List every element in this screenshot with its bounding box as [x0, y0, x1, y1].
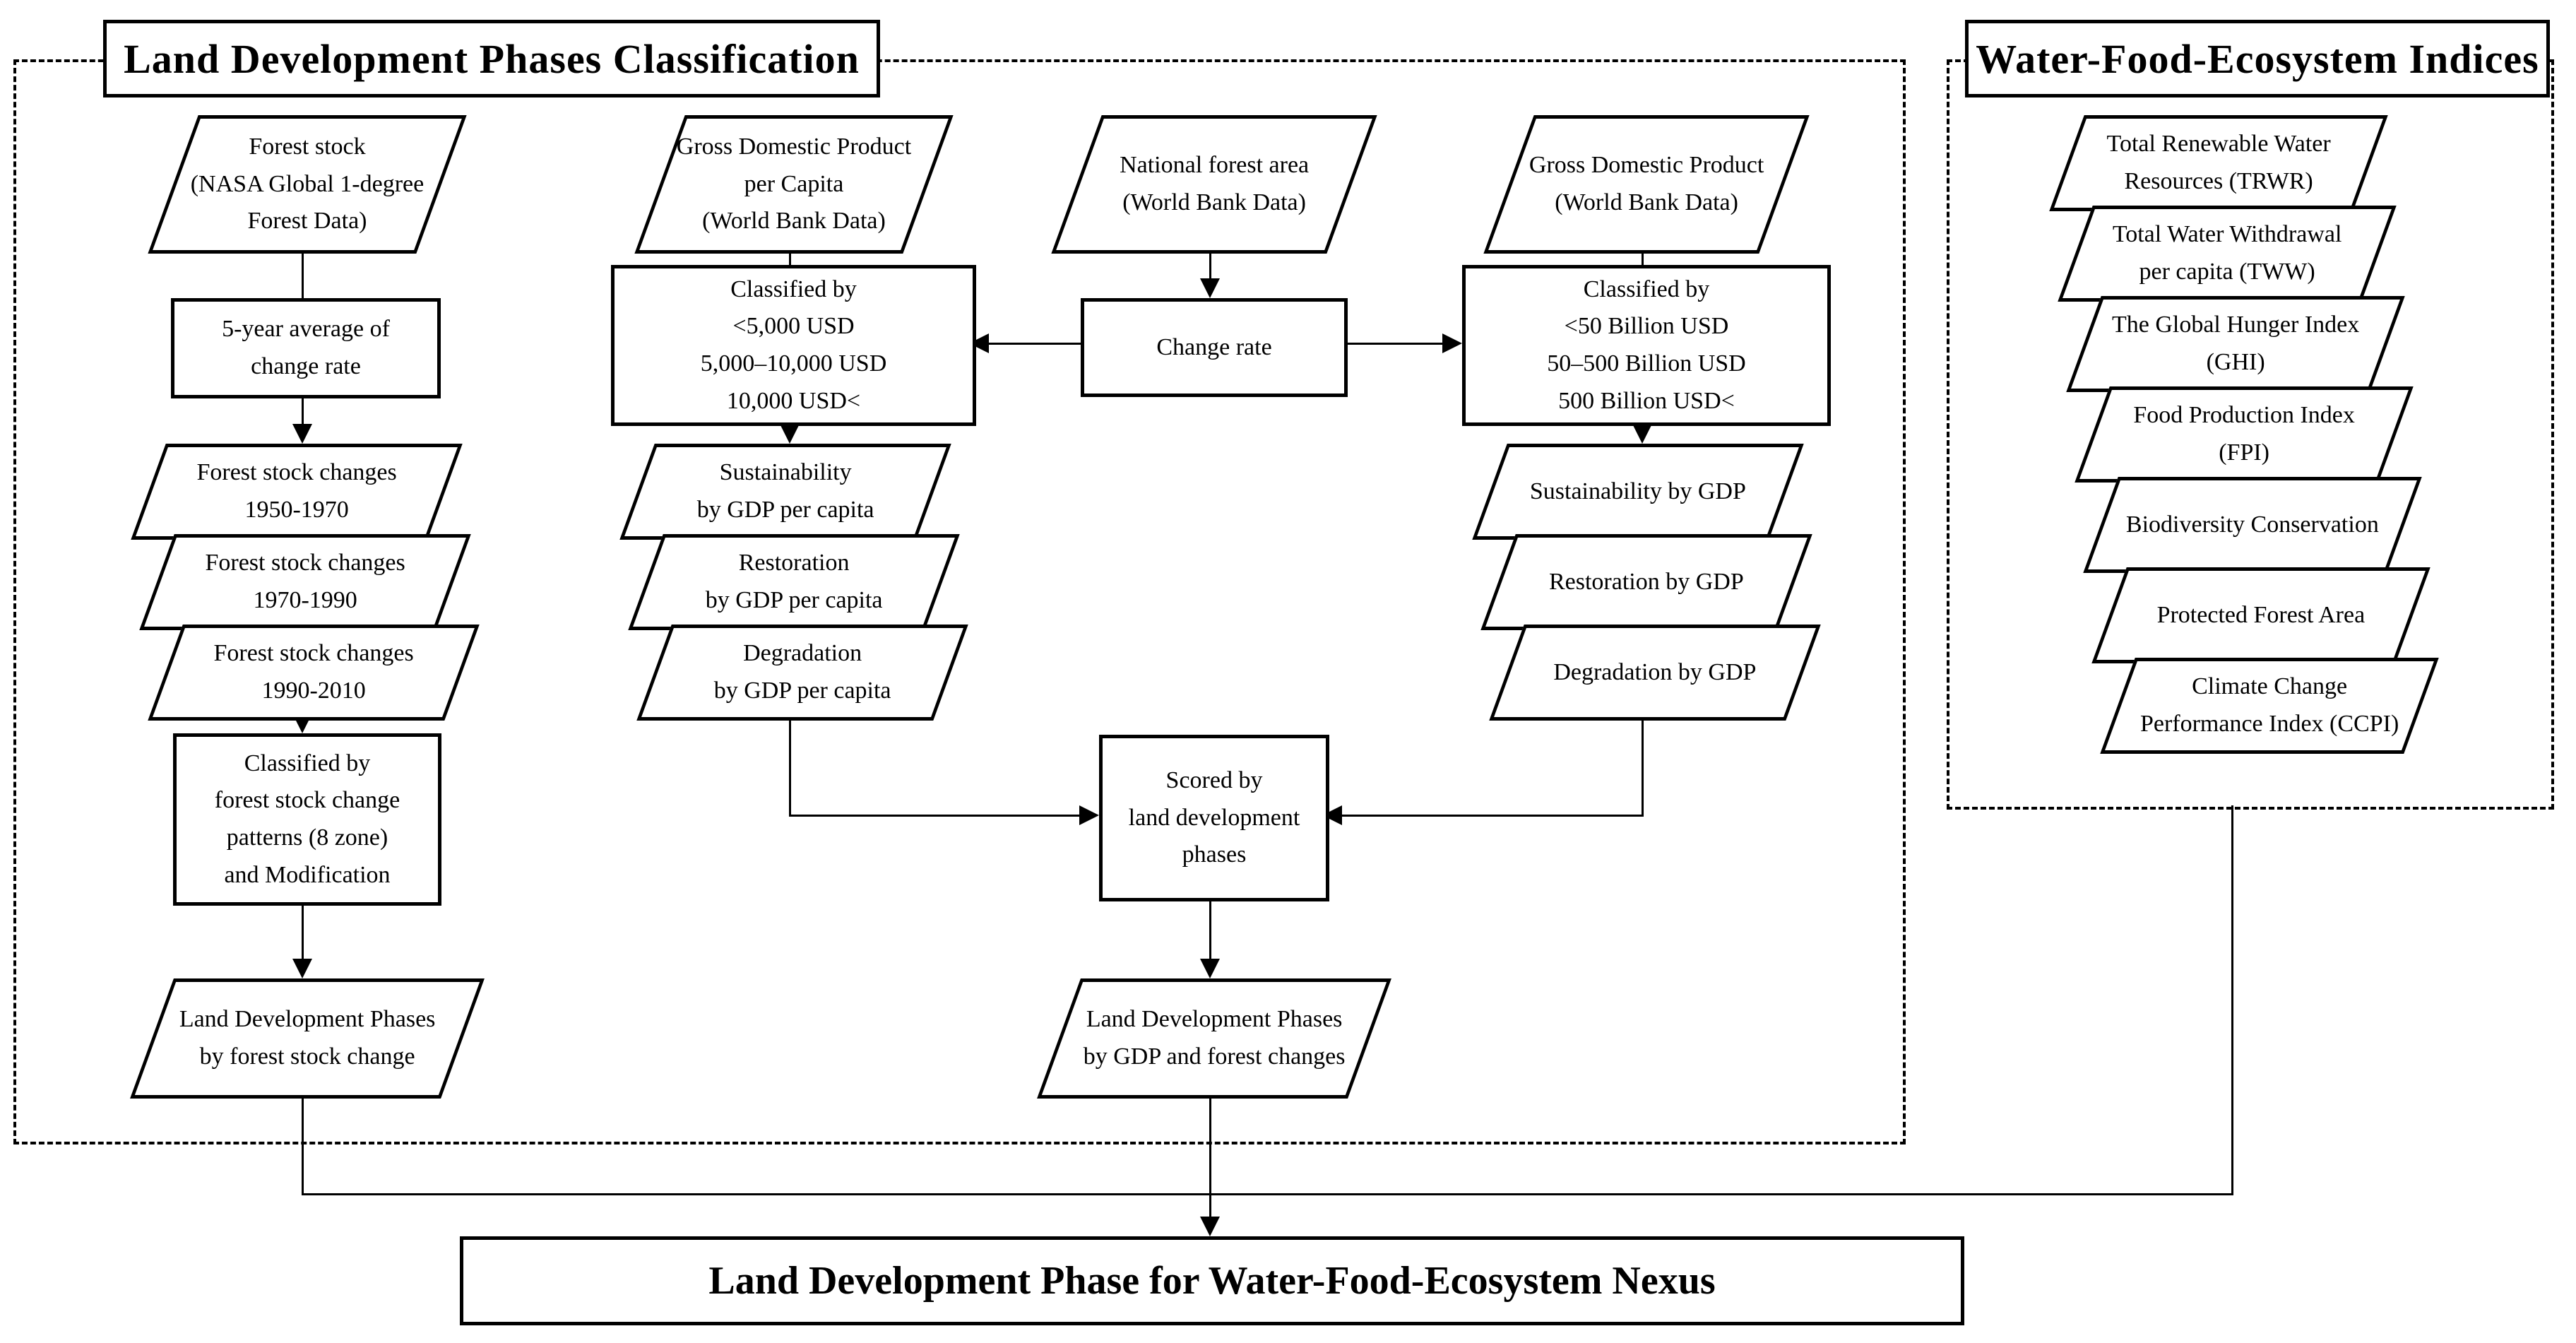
- node-forest-changes-1950-1970-label: Forest stock changes 1950-1970: [196, 459, 397, 523]
- connector-5year-down: [302, 391, 304, 425]
- connector-gdpc-to-scored: [789, 815, 1079, 817]
- node-degradation-gdp: Degradation by GDP: [1489, 625, 1821, 721]
- node-5-year-average: 5-year average of change rate: [171, 298, 441, 398]
- connector-gdpc-stack-down: [789, 714, 791, 817]
- node-classified-forest-patterns: Classified by forest stock change patter…: [173, 733, 441, 906]
- node-ghi-label: The Global Hunger Index (GHI): [2111, 312, 2360, 375]
- node-national-forest-area-source-label: National forest area (World Bank Data): [1119, 152, 1310, 215]
- left-panel-border: [13, 59, 1906, 1144]
- arrowhead-change-rate-right: [1442, 333, 1462, 353]
- arrowhead-into-gdpc-stack: [780, 424, 800, 444]
- arrowhead-into-gdp-stack: [1632, 424, 1652, 444]
- node-forest-stock-source: Forest stock (NASA Global 1-degree Fores…: [148, 115, 467, 254]
- node-restoration-gdpc: Restoration by GDP per capita: [628, 534, 960, 630]
- node-sustainability-gdp: Sustainability by GDP: [1472, 444, 1804, 540]
- node-5-year-average-label: 5-year average of change rate: [222, 316, 390, 379]
- connector-ldp-gdp-to-nexus: [1209, 1091, 1211, 1217]
- connector-gdp-source-down: [1642, 247, 1644, 265]
- node-ldp-forest-output: Land Development Phases by forest stock …: [130, 978, 485, 1099]
- node-tww: Total Water Withdrawal per capita (TWW): [2058, 206, 2397, 302]
- node-classified-forest-patterns-label: Classified by forest stock change patter…: [214, 750, 400, 888]
- node-scored-by-phases-label: Scored by land development phases: [1128, 767, 1300, 868]
- node-sustainability-gdp-label: Sustainability by GDP: [1529, 478, 1747, 504]
- node-ldp-gdp-output-label: Land Development Phases by GDP and fores…: [1083, 1006, 1346, 1070]
- arrowhead-into-forest-stack: [292, 424, 312, 444]
- connector-forest-source-down: [302, 247, 304, 298]
- connector-classified-forest-down: [302, 899, 304, 959]
- connector-scored-down: [1209, 894, 1211, 959]
- node-classified-gdp-label: Classified by <50 Billion USD 50–500 Bil…: [1547, 276, 1746, 414]
- node-ccpi-label: Climate Change Performance Index (CCPI): [2139, 673, 2399, 737]
- node-gdp-per-capita-source-label: Gross Domestic Product per Capita (World…: [676, 133, 912, 235]
- node-trwr-label: Total Renewable Water Resources (TRWR): [2106, 131, 2331, 194]
- nexus-output-label: Land Development Phase for Water-Food-Ec…: [708, 1259, 1716, 1303]
- right-panel-title-label: Water-Food-Ecosystem Indices: [1976, 35, 2539, 82]
- node-protected-forest-area-label: Protected Forest Area: [2156, 601, 2366, 628]
- connector-change-rate-left: [989, 343, 1081, 345]
- node-forest-changes-1970-1990: Forest stock changes 1970-1990: [139, 534, 471, 630]
- left-panel-title-label: Land Development Phases Classification: [124, 35, 860, 82]
- node-tww-label: Total Water Withdrawal per capita (TWW): [2112, 221, 2342, 285]
- node-restoration-gdp: Restoration by GDP: [1480, 534, 1812, 630]
- node-biodiversity-conservation-label: Biodiversity Conservation: [2126, 511, 2379, 538]
- node-forest-changes-1970-1990-label: Forest stock changes 1970-1990: [205, 550, 405, 613]
- node-fpi-label: Food Production Index (FPI): [2133, 402, 2355, 466]
- node-classified-gdp-per-capita-label: Classified by <5,000 USD 5,000–10,000 US…: [700, 276, 887, 414]
- arrowhead-into-ldp-gdp: [1200, 959, 1220, 978]
- node-scored-by-phases: Scored by land development phases: [1099, 735, 1329, 901]
- node-gdp-source: Gross Domestic Product (World Bank Data): [1483, 115, 1810, 254]
- node-gdp-source-label: Gross Domestic Product (World Bank Data): [1529, 152, 1764, 215]
- node-trwr: Total Renewable Water Resources (TRWR): [2049, 115, 2388, 211]
- node-ldp-forest-output-label: Land Development Phases by forest stock …: [179, 1006, 436, 1070]
- connector-gdp-to-scored: [1342, 815, 1643, 817]
- node-forest-changes-1990-2010-label: Forest stock changes 1990-2010: [213, 640, 414, 704]
- node-ldp-gdp-output: Land Development Phases by GDP and fores…: [1037, 978, 1391, 1099]
- node-gdp-per-capita-source: Gross Domestic Product per Capita (World…: [634, 115, 954, 254]
- node-degradation-gdpc-label: Degradation by GDP per capita: [713, 640, 891, 704]
- node-fpi: Food Production Index (FPI): [2075, 386, 2414, 483]
- connector-gdpc-source-down: [789, 247, 791, 265]
- node-restoration-gdpc-label: Restoration by GDP per capita: [705, 550, 883, 613]
- node-change-rate: Change rate: [1081, 298, 1348, 397]
- node-forest-stock-source-label: Forest stock (NASA Global 1-degree Fores…: [190, 133, 425, 235]
- arrowhead-into-scored-left: [1079, 805, 1099, 825]
- nexus-output-box: Land Development Phase for Water-Food-Ec…: [460, 1236, 1964, 1325]
- node-ccpi: Climate Change Performance Index (CCPI): [2100, 658, 2439, 754]
- connector-right-panel-down: [2231, 805, 2233, 1195]
- arrowhead-into-nexus: [1200, 1217, 1220, 1236]
- node-forest-changes-1950-1970: Forest stock changes 1950-1970: [131, 444, 463, 540]
- left-panel-title: Land Development Phases Classification: [103, 20, 880, 97]
- right-panel-title: Water-Food-Ecosystem Indices: [1965, 20, 2550, 97]
- node-restoration-gdp-label: Restoration by GDP: [1549, 568, 1744, 595]
- node-classified-gdp: Classified by <50 Billion USD 50–500 Bil…: [1462, 265, 1831, 426]
- node-classified-gdp-per-capita: Classified by <5,000 USD 5,000–10,000 US…: [611, 265, 976, 426]
- node-biodiversity-conservation: Biodiversity Conservation: [2083, 477, 2422, 573]
- arrowhead-into-ldp-forest: [292, 959, 312, 978]
- node-national-forest-area-source: National forest area (World Bank Data): [1051, 115, 1377, 254]
- node-degradation-gdp-label: Degradation by GDP: [1553, 658, 1757, 685]
- node-forest-changes-1990-2010: Forest stock changes 1990-2010: [148, 625, 480, 721]
- arrowhead-into-change-rate: [1200, 278, 1220, 298]
- node-sustainability-gdpc-label: Sustainability by GDP per capita: [696, 459, 874, 523]
- node-protected-forest-area: Protected Forest Area: [2091, 567, 2430, 663]
- connector-ldp-forest-to-trunk: [302, 1091, 304, 1195]
- node-degradation-gdpc: Degradation by GDP per capita: [636, 625, 968, 721]
- connector-nfa-source-down: [1209, 247, 1211, 278]
- connector-trunk: [302, 1193, 2233, 1195]
- node-sustainability-gdpc: Sustainability by GDP per capita: [619, 444, 951, 540]
- node-change-rate-label: Change rate: [1156, 333, 1272, 360]
- node-ghi: The Global Hunger Index (GHI): [2066, 296, 2405, 392]
- connector-change-rate-right: [1341, 343, 1442, 345]
- connector-gdp-stack-down: [1642, 714, 1644, 817]
